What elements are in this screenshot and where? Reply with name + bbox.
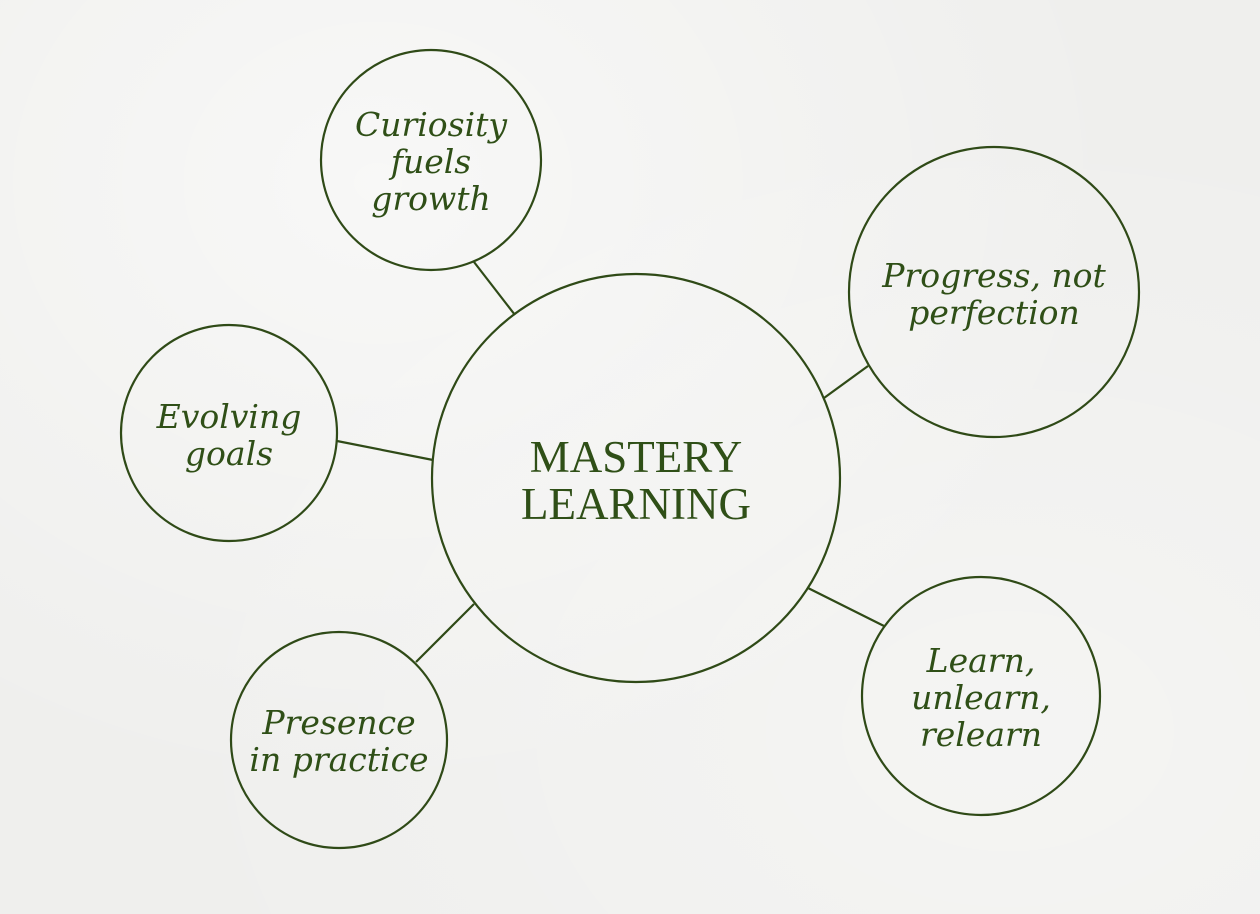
- center-node-line-2: LEARNING: [521, 479, 751, 529]
- connector-presence: [415, 603, 475, 663]
- node-evolving-ring: [119, 323, 339, 543]
- connector-progress: [823, 365, 869, 399]
- node-evolving-line-1: Evolving: [156, 397, 302, 436]
- node-presence-line-1: Presence: [261, 703, 415, 742]
- center-node-ring: [430, 272, 842, 684]
- node-learn-line-1: Learn,: [926, 641, 1036, 680]
- node-curiosity-line-3: growth: [371, 179, 491, 218]
- connector-evolving: [336, 439, 434, 462]
- node-learn: Learn, unlearn, relearn: [860, 575, 1102, 817]
- node-progress-line-2: perfection: [908, 293, 1080, 332]
- node-learn-ring: [860, 575, 1102, 817]
- node-presence: Presence in practice: [229, 630, 449, 850]
- node-progress-line-1: Progress, not: [881, 256, 1106, 295]
- connector-learn: [807, 587, 885, 627]
- center-node: MASTERY LEARNING: [430, 272, 842, 684]
- node-presence-ring: [229, 630, 449, 850]
- node-evolving: Evolving goals: [119, 323, 339, 543]
- node-evolving-line-2: goals: [185, 434, 273, 473]
- node-curiosity-line-2: fuels: [388, 142, 472, 181]
- node-curiosity: Curiosity fuels growth: [319, 48, 543, 272]
- center-node-line-1: MASTERY: [530, 432, 743, 482]
- node-learn-line-2: unlearn,: [911, 678, 1051, 717]
- node-curiosity-line-1: Curiosity: [355, 105, 507, 144]
- node-learn-line-3: relearn: [920, 715, 1042, 754]
- node-presence-line-2: in practice: [249, 740, 428, 779]
- node-progress: Progress, not perfection: [847, 145, 1141, 439]
- node-curiosity-ring: [319, 48, 543, 272]
- node-progress-ring: [847, 145, 1141, 439]
- connector-curiosity: [473, 261, 516, 316]
